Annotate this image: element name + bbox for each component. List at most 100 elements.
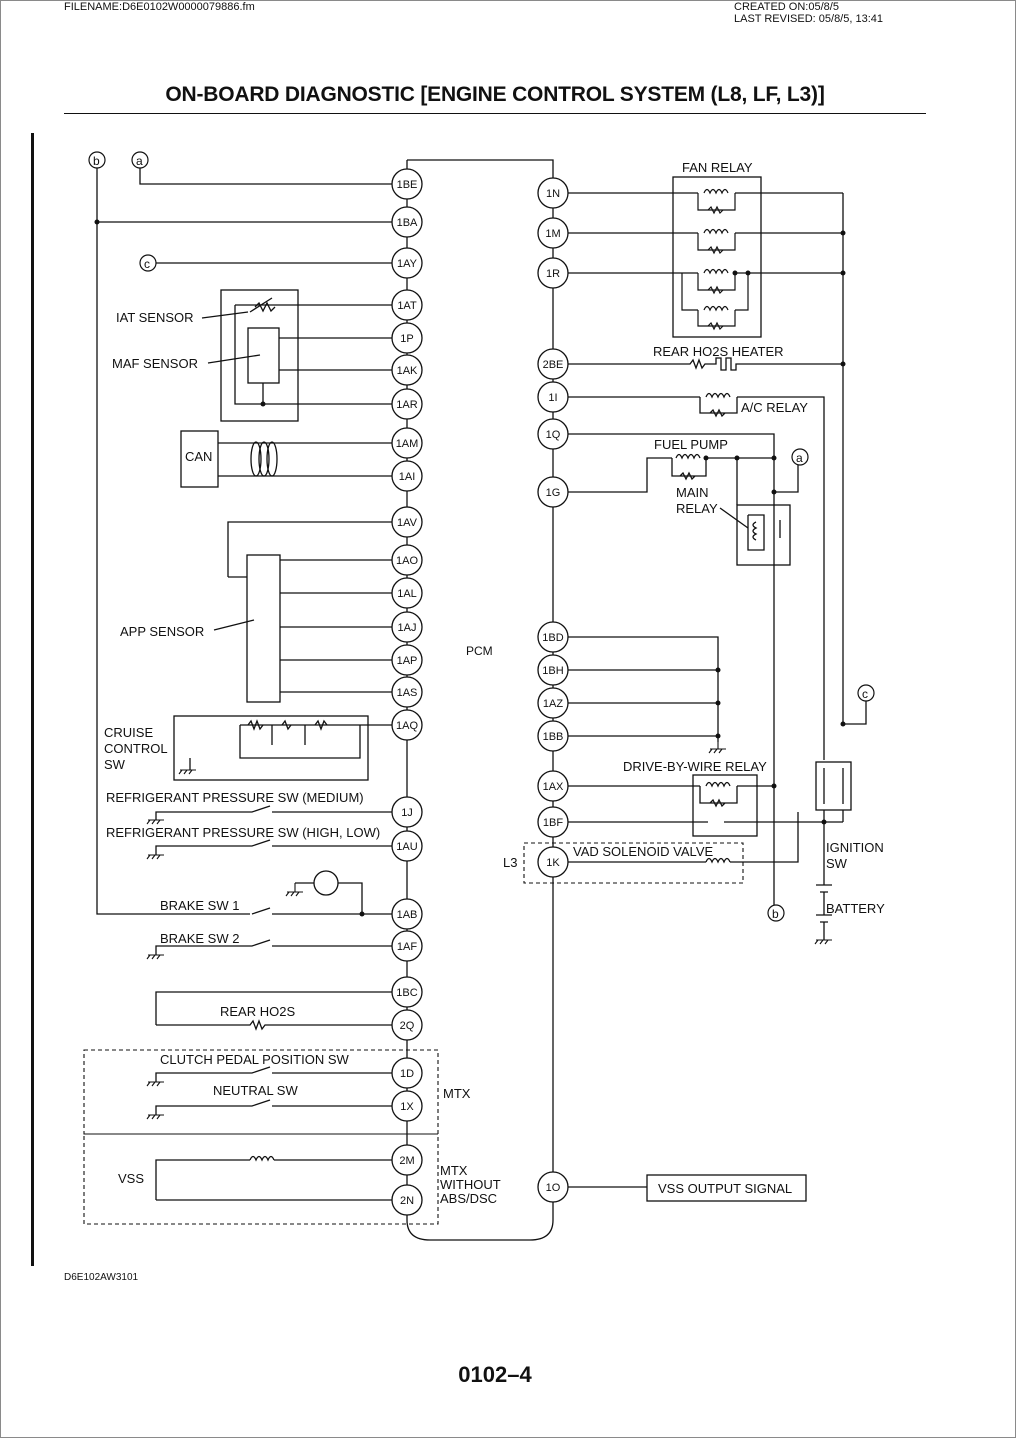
left-pin-label: 1BE (397, 179, 418, 191)
left-pin-label: 1AF (397, 941, 417, 953)
connector-c-right: c (857, 684, 875, 702)
left-pin-label: 1AL (397, 588, 417, 600)
fan-relay-box (672, 176, 762, 338)
rear-ho2s-heater-wire (568, 357, 843, 371)
left-pin-label: 1BC (396, 987, 417, 999)
left-pin-label: 1AY (397, 258, 418, 270)
right-pin-label: 1I (548, 392, 557, 404)
neutral-switch (155, 1099, 392, 1115)
ignition-label-1: IGNITION (826, 840, 884, 855)
mtx-abs-label-1: MTX (440, 1163, 468, 1178)
left-pin-label: 1D (400, 1068, 414, 1080)
fan-relay-coils (568, 188, 843, 331)
wire-1be (139, 168, 392, 185)
left-pin-label: 1AT (397, 300, 417, 312)
mtx-abs-label-3: ABS/DSC (440, 1191, 497, 1206)
can-label: CAN (185, 449, 212, 464)
svg-text:a: a (796, 451, 803, 465)
fan-relay-label: FAN RELAY (682, 160, 753, 175)
left-pin-label: 1AO (396, 555, 418, 567)
l3-label: L3 (503, 855, 517, 870)
right-pin-label: 1R (546, 268, 560, 280)
dbw-relay-box (692, 774, 758, 837)
left-pin-label: 2M (399, 1155, 414, 1167)
dbw-relay-label: DRIVE-BY-WIRE RELAY (623, 759, 767, 774)
fuel-pump-label: FUEL PUMP (654, 437, 728, 452)
main-relay-coil (752, 521, 758, 541)
svg-text:a: a (136, 154, 143, 168)
cruise-label-3: SW (104, 757, 126, 772)
brake-sw1-switch (251, 907, 392, 915)
vss-label: VSS (118, 1171, 144, 1186)
iat-sensor-label: IAT SENSOR (116, 310, 194, 325)
app-sensor-label: APP SENSOR (120, 624, 204, 639)
svg-text:b: b (772, 907, 779, 921)
left-pin-label: 1AJ (398, 622, 417, 634)
left-pin-label: 1AV (397, 517, 418, 529)
right-pin-label: 1BH (542, 665, 563, 677)
refrig-high-label: REFRIGERANT PRESSURE SW (HIGH, LOW) (106, 825, 380, 840)
right-pin-label: 1AX (543, 781, 564, 793)
vad-coil-icon (705, 857, 731, 864)
main-relay-label-2: RELAY (676, 501, 718, 516)
right-pin-label: 2BE (543, 359, 564, 371)
change-bar (31, 133, 34, 1266)
right-pin-label: 1K (546, 857, 560, 869)
vad-label: VAD SOLENOID VALVE (573, 844, 713, 859)
clutch-switch (155, 1066, 392, 1082)
brake-lamp-icon (313, 870, 339, 896)
right-pin-label: 1O (546, 1182, 561, 1194)
pcm-label: PCM (466, 644, 493, 658)
brake-sw1-label: BRAKE SW 1 (160, 898, 239, 913)
right-pin-label: 1G (546, 487, 561, 499)
refrig-high-switch (155, 839, 392, 855)
main-relay-label-1: MAIN (676, 485, 709, 500)
mtx-dashed-region (83, 1049, 439, 1135)
left-pin-label: 2Q (400, 1020, 415, 1032)
vss-circuit (155, 1159, 392, 1201)
pcm-outline (406, 159, 554, 1241)
left-pin-label: 1AQ (396, 720, 418, 732)
vss-output-box (646, 1174, 807, 1202)
right-pin-label: 1Q (546, 429, 561, 441)
wire-1ba-brake (96, 168, 250, 915)
fuel-pump-coil (671, 453, 707, 481)
rear-ho2s-label: REAR HO2S (220, 1004, 295, 1019)
connector-b-top: b (88, 151, 106, 169)
left-pin-label: 1J (401, 807, 413, 819)
left-pin-label: 1AS (397, 687, 418, 699)
right-pin-label: 1AZ (543, 698, 563, 710)
app-sensor-box (246, 554, 281, 703)
brake-sw2-label: BRAKE SW 2 (160, 931, 239, 946)
vad-dashed-region (523, 842, 744, 884)
main-power-bus (842, 193, 867, 725)
clutch-label: CLUTCH PEDAL POSITION SW (160, 1052, 349, 1067)
title-rule (64, 113, 926, 114)
page-title: ON-BOARD DIAGNOSTIC [ENGINE CONTROL SYST… (165, 83, 825, 106)
svg-text:c: c (144, 257, 150, 271)
brake-sw2-switch (155, 939, 392, 955)
neutral-label: NEUTRAL SW (213, 1083, 298, 1098)
left-pin-label: 1AK (397, 365, 418, 377)
left-pin-label: 1AI (399, 471, 416, 483)
mtx-abs-dashed-region (83, 1133, 439, 1225)
left-pin-group: 1BE1BA1AY1AT1P1AK1AR1AM1AI1AV1AO1AL1AJ1A… (391, 168, 423, 1216)
ac-relay-label: A/C RELAY (741, 400, 808, 415)
header-revised: LAST REVISED: 05/8/5, 13:41 (734, 13, 883, 25)
left-pin-label: 1AM (396, 438, 419, 450)
svg-text:c: c (862, 687, 868, 701)
header-created: CREATED ON:05/8/5 (734, 1, 839, 13)
ignition-switch-box (815, 761, 852, 811)
iat-maf-sensor-box (220, 289, 299, 422)
cruise-label-2: CONTROL (104, 741, 168, 756)
connector-a-top: a (131, 151, 149, 169)
ac-relay-coil (699, 392, 738, 418)
refrig-medium-switch (155, 805, 392, 820)
mtx-label: MTX (443, 1086, 471, 1101)
left-pin-label: 1AR (396, 399, 417, 411)
right-pin-label: 1N (546, 188, 560, 200)
right-pin-label: 1BF (543, 817, 563, 829)
left-pin-label: 1AP (397, 655, 418, 667)
